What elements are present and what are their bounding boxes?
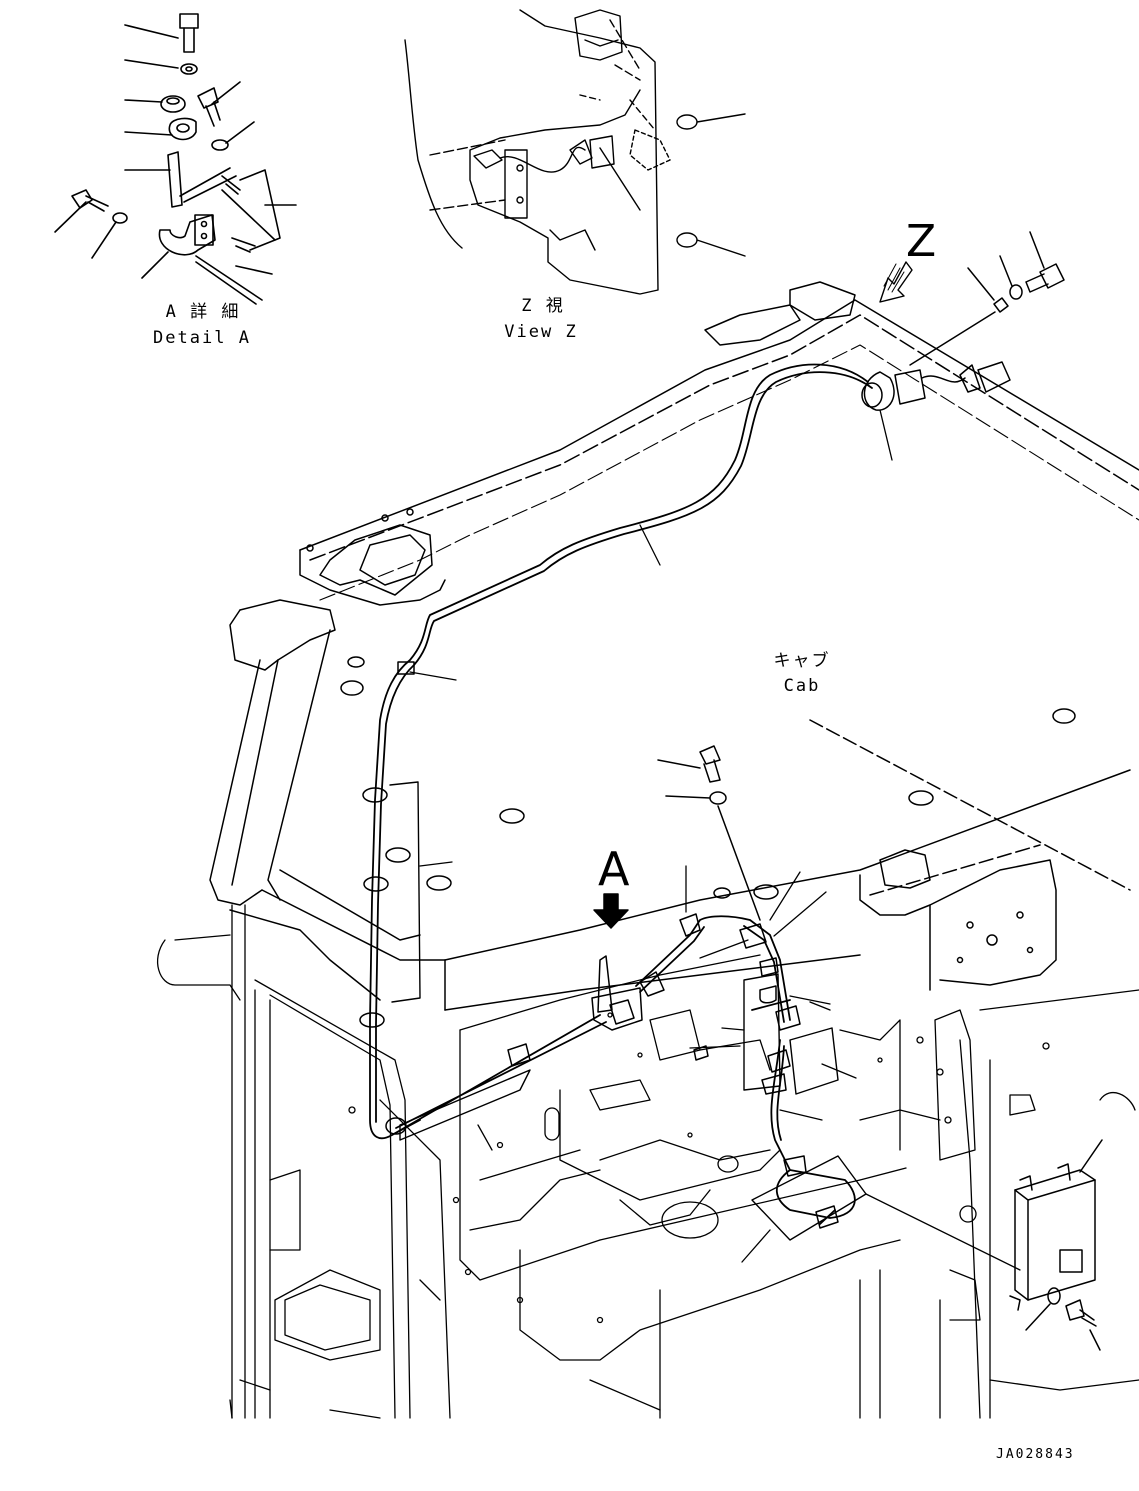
view-z-harness bbox=[499, 146, 586, 173]
view-z-drawing bbox=[404, 9, 746, 295]
controller-washer bbox=[1047, 1287, 1061, 1305]
detail-a-bolt-head bbox=[179, 13, 199, 29]
detail-a-bolt-left bbox=[71, 189, 93, 209]
view-z-hole-top bbox=[676, 114, 698, 130]
roof-grommet bbox=[894, 369, 926, 405]
view-z-label-jp: Z 視 bbox=[521, 296, 565, 316]
tag-small bbox=[789, 1027, 839, 1095]
roof-bolt-head bbox=[1039, 263, 1065, 289]
roof-nut bbox=[993, 297, 1009, 313]
roof-fasteners bbox=[909, 231, 1065, 366]
clamp-5 bbox=[385, 1117, 407, 1135]
tag-band-1 bbox=[399, 1069, 531, 1141]
detail-a-label-jp: A 詳 細 bbox=[165, 302, 241, 322]
detail-a-cable bbox=[195, 255, 263, 305]
detail-a-drawing bbox=[54, 13, 297, 305]
tag-plate bbox=[743, 973, 781, 1091]
center-washer bbox=[709, 791, 727, 805]
arrow-z bbox=[879, 261, 913, 303]
detail-a-washer-left bbox=[112, 212, 128, 224]
clamp-6 bbox=[507, 1043, 531, 1067]
detail-a-bolt-right bbox=[197, 87, 219, 109]
detail-a-bolt-shank bbox=[183, 27, 195, 53]
clamp-3 bbox=[363, 876, 389, 892]
detail-a-washer bbox=[180, 63, 198, 75]
detail-a-label-en: Detail A bbox=[153, 328, 251, 348]
detail-a-grommet bbox=[160, 95, 186, 113]
marker-a-label: A bbox=[598, 842, 630, 896]
antenna-cable bbox=[369, 363, 873, 1225]
detail-a-washer-right bbox=[211, 139, 229, 151]
harness-tags bbox=[389, 781, 867, 1241]
detail-a-clamp bbox=[168, 117, 197, 141]
arrow-a bbox=[593, 893, 629, 929]
detail-a-bracket-callout bbox=[239, 169, 281, 251]
detail-a-antenna bbox=[167, 151, 183, 208]
tag-bracket-left bbox=[389, 781, 421, 1003]
drawing-code: JA028843 bbox=[996, 1447, 1075, 1462]
center-fasteners bbox=[657, 745, 761, 921]
controller-bolt-head bbox=[1065, 1299, 1085, 1321]
cab-label-jp: キャブ bbox=[773, 651, 831, 671]
grommet-ring bbox=[863, 371, 895, 411]
antenna-base bbox=[597, 955, 613, 1013]
cab-roof-outline bbox=[209, 281, 1139, 1011]
roof-connector bbox=[977, 361, 1011, 393]
center-bolt-head bbox=[699, 745, 721, 765]
controller-box bbox=[1009, 1139, 1103, 1351]
tag-band-2 bbox=[751, 1155, 867, 1241]
view-z-connector bbox=[473, 149, 503, 169]
cab-body-outline bbox=[156, 904, 1139, 1419]
marker-z-label: Z bbox=[906, 216, 937, 267]
cab-label-en: Cab bbox=[783, 676, 821, 696]
view-z-label-en: View Z bbox=[504, 322, 578, 342]
clamp-1 bbox=[397, 661, 415, 675]
clamp-2 bbox=[362, 787, 388, 803]
roof-washer bbox=[1009, 284, 1023, 300]
roof-hole bbox=[347, 656, 365, 668]
clamp-4 bbox=[359, 1012, 385, 1028]
leader-lines bbox=[409, 409, 1021, 1271]
cable-end bbox=[921, 375, 966, 383]
view-z-hole-bottom bbox=[676, 232, 698, 248]
